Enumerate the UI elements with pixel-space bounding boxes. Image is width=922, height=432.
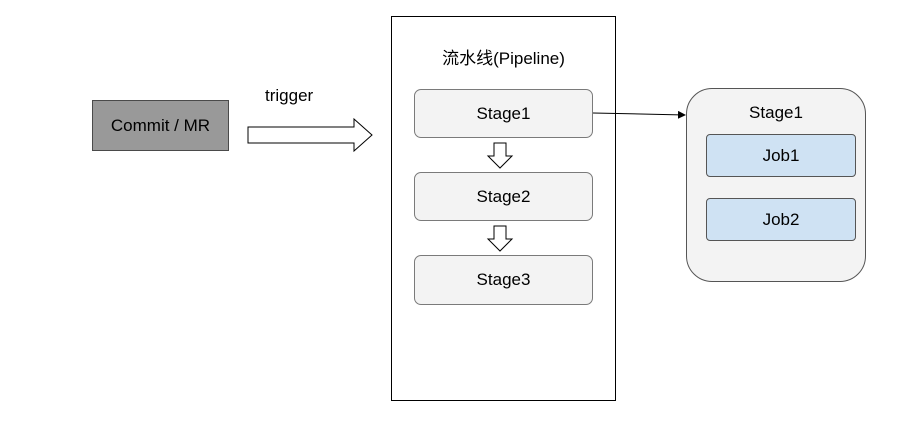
trigger-arrow-icon [247,117,373,153]
job-1-node: Job1 [706,134,856,177]
pipeline-stage-3: Stage3 [414,255,593,305]
pipeline-stage-1: Stage1 [414,89,593,138]
pipeline-stage-2: Stage2 [414,172,593,221]
stage1-detail-connector [592,110,686,119]
job-2-label: Job2 [762,209,800,229]
stage1-to-stage2-arrow-icon [486,142,514,169]
job-1-label: Job1 [762,145,800,165]
trigger-label: trigger [265,86,314,105]
stage-detail-title: Stage1 [749,103,803,122]
stage-2-label: Stage2 [476,186,531,206]
commit-mr-label: Commit / MR [110,115,211,135]
stage2-to-stage3-arrow-icon [486,225,514,252]
job-2-node: Job2 [706,198,856,241]
stage-1-label: Stage1 [476,103,531,123]
stage-3-label: Stage3 [476,270,531,289]
commit-mr-node: Commit / MR [92,100,229,151]
stage-detail-container: Stage1 [686,88,866,282]
pipeline-title: 流水线(Pipeline) [442,49,565,68]
